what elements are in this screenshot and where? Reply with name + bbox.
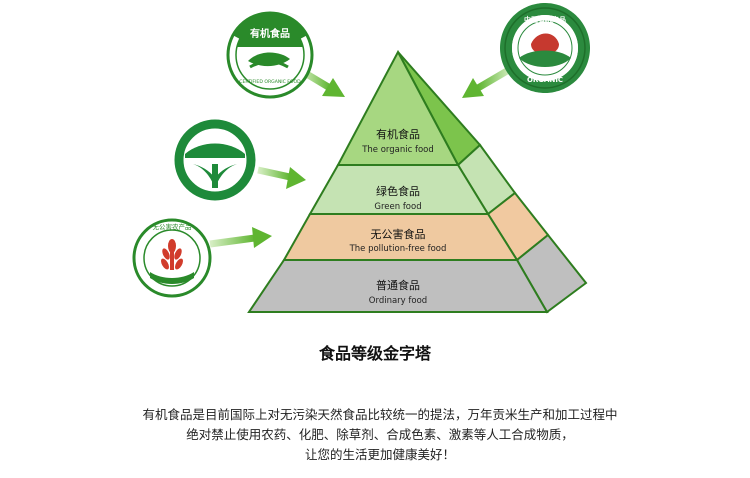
pollution-free-ring-text: 无公害农产品 <box>153 222 192 231</box>
organic-cert-ring-text: CERTIFIED ORGANIC FOOD <box>239 79 301 85</box>
tier-ordinary-cn: 普通食品 <box>376 278 420 292</box>
tier-pollution-free-en: The pollution-free food <box>349 244 447 254</box>
organic-cert-logo: 有机食品 CERTIFIED ORGANIC FOOD <box>226 11 314 99</box>
organic-cert-top-text: 有机食品 <box>250 27 290 40</box>
pyramid-front <box>247 49 549 313</box>
tier-organic-cn: 有机食品 <box>376 127 420 141</box>
arrow-pollution-free <box>209 227 272 248</box>
description-line-1: 有机食品是目前国际上对无污染天然食品比较统一的提法，万年贡米生产和加工过程中 <box>142 407 618 422</box>
tier-ordinary-en: Ordinary food <box>369 296 427 306</box>
green-food-logo <box>174 119 256 201</box>
description-line-2: 绝对禁止使用农药、化肥、除草剂、合成色素、激素等人工合成物质， <box>186 427 574 442</box>
arrow-china-organic <box>462 64 514 98</box>
arrow-green-food <box>257 166 306 189</box>
description: 有机食品是目前国际上对无污染天然食品比较统一的提法，万年贡米生产和加工过程中 绝… <box>100 405 660 465</box>
tier-green-cn: 绿色食品 <box>376 184 420 198</box>
pollution-free-logo: 无公害农产品 <box>132 218 212 298</box>
china-organic-top-text: 中国有机产品 <box>524 15 566 24</box>
china-organic-bottom-text: ORGANIC <box>527 76 563 84</box>
tier-organic-en: The organic food <box>361 145 434 155</box>
description-line-3: 让您的生活更加健康美好！ <box>304 447 455 462</box>
pyramid-side-faces <box>397 51 588 314</box>
tier-green-en: Green food <box>374 202 421 212</box>
china-organic-logo: 中国有机产品 ORGANIC <box>500 3 590 93</box>
diagram-title: 食品等级金字塔 <box>318 344 431 363</box>
tier-pollution-free-cn: 无公害食品 <box>371 227 426 241</box>
tier-ordinary <box>247 259 549 313</box>
